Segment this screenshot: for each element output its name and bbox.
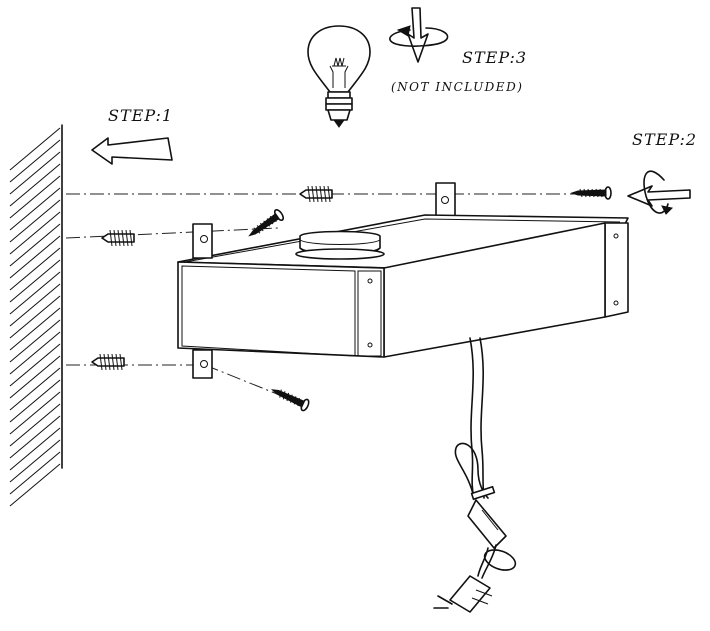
light-fixture-box bbox=[177, 182, 629, 379]
step-3-label: STEP:3 bbox=[462, 48, 528, 67]
wall bbox=[9, 124, 63, 507]
rotate-left-arrow-icon bbox=[627, 170, 691, 215]
screw-top bbox=[570, 186, 612, 200]
screw-bottom bbox=[270, 389, 310, 412]
step-2-label: STEP:2 bbox=[632, 130, 698, 149]
wall-anchor-middle bbox=[101, 229, 135, 247]
wood-screws bbox=[248, 186, 612, 412]
right-end-plate bbox=[604, 222, 629, 318]
upper-mounting-tab bbox=[192, 223, 213, 259]
not-included-note: (NOT INCLUDED) bbox=[391, 80, 524, 94]
wall-anchor-bottom bbox=[91, 353, 125, 371]
cord-switch bbox=[467, 499, 507, 549]
screw-middle bbox=[248, 208, 285, 237]
wall-anchor-top bbox=[299, 185, 333, 203]
power-cord bbox=[454, 337, 517, 579]
guide-line-middle bbox=[65, 227, 279, 239]
power-plug-icon bbox=[433, 575, 493, 613]
wall-plug-anchors bbox=[91, 185, 333, 371]
light-bulb-icon bbox=[307, 25, 371, 128]
fixture-front-face bbox=[177, 261, 385, 358]
left-arrow-icon bbox=[91, 137, 173, 165]
step-1-label: STEP:1 bbox=[108, 106, 174, 125]
top-mounting-tab bbox=[435, 182, 456, 218]
wall-hatch bbox=[9, 127, 61, 507]
rotate-down-arrow-icon bbox=[389, 7, 449, 63]
lower-mounting-tab bbox=[192, 349, 213, 379]
